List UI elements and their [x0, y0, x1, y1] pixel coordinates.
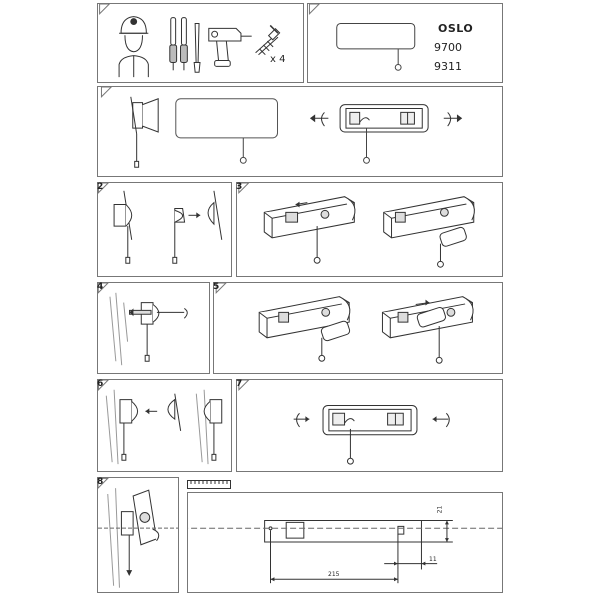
step-number-7: 7: [236, 379, 243, 389]
product-code-2: 9311: [434, 60, 462, 73]
step-4-panel: [97, 282, 210, 374]
step-number-5: 5: [213, 282, 220, 292]
step-7-panel: [236, 379, 503, 472]
dimension-height: 21: [436, 505, 444, 514]
step-3-panel: [236, 182, 503, 277]
step-number-3: 3: [236, 182, 243, 192]
step-1-panel: [97, 86, 503, 177]
step-number-2: 2: [97, 182, 104, 192]
product-name: OSLO: [438, 22, 474, 35]
dimension-offset: 11: [429, 556, 437, 563]
product-code-1: 9700: [434, 41, 462, 54]
step-8-panel: [97, 477, 179, 593]
step-5-illustration: [214, 283, 502, 373]
ruler-scale: [187, 480, 231, 489]
screw-quantity: x 4: [270, 54, 286, 65]
drill-icon: [209, 28, 252, 66]
tools-panel: x 4: [97, 3, 304, 83]
dimension-panel: 21 11 215: [187, 492, 503, 593]
step-2-illustration: [98, 183, 231, 276]
step-7-illustration: [237, 380, 502, 471]
step-1-illustration: [98, 87, 502, 176]
product-panel: OSLO 9700 9311: [307, 3, 503, 83]
tools-illustration: [98, 4, 303, 82]
screw-anchor-icon: [256, 25, 280, 54]
safety-worker-icon: [119, 17, 148, 77]
step-8-illustration: [98, 478, 178, 592]
product-outline: [308, 4, 502, 82]
screwdriver-icon: [170, 18, 200, 73]
step-2-panel: [97, 182, 232, 277]
step-number-6: 6: [97, 379, 104, 389]
step-number-4: 4: [97, 282, 104, 292]
step-6-panel: [97, 379, 232, 472]
step-4-illustration: [98, 283, 209, 373]
step-number-8: 8: [97, 477, 104, 487]
dimension-drawing: [188, 493, 502, 592]
dimension-length: 215: [328, 571, 340, 578]
step-6-illustration: [98, 380, 231, 471]
step-5-panel: [213, 282, 503, 374]
step-3-illustration: [237, 183, 502, 276]
